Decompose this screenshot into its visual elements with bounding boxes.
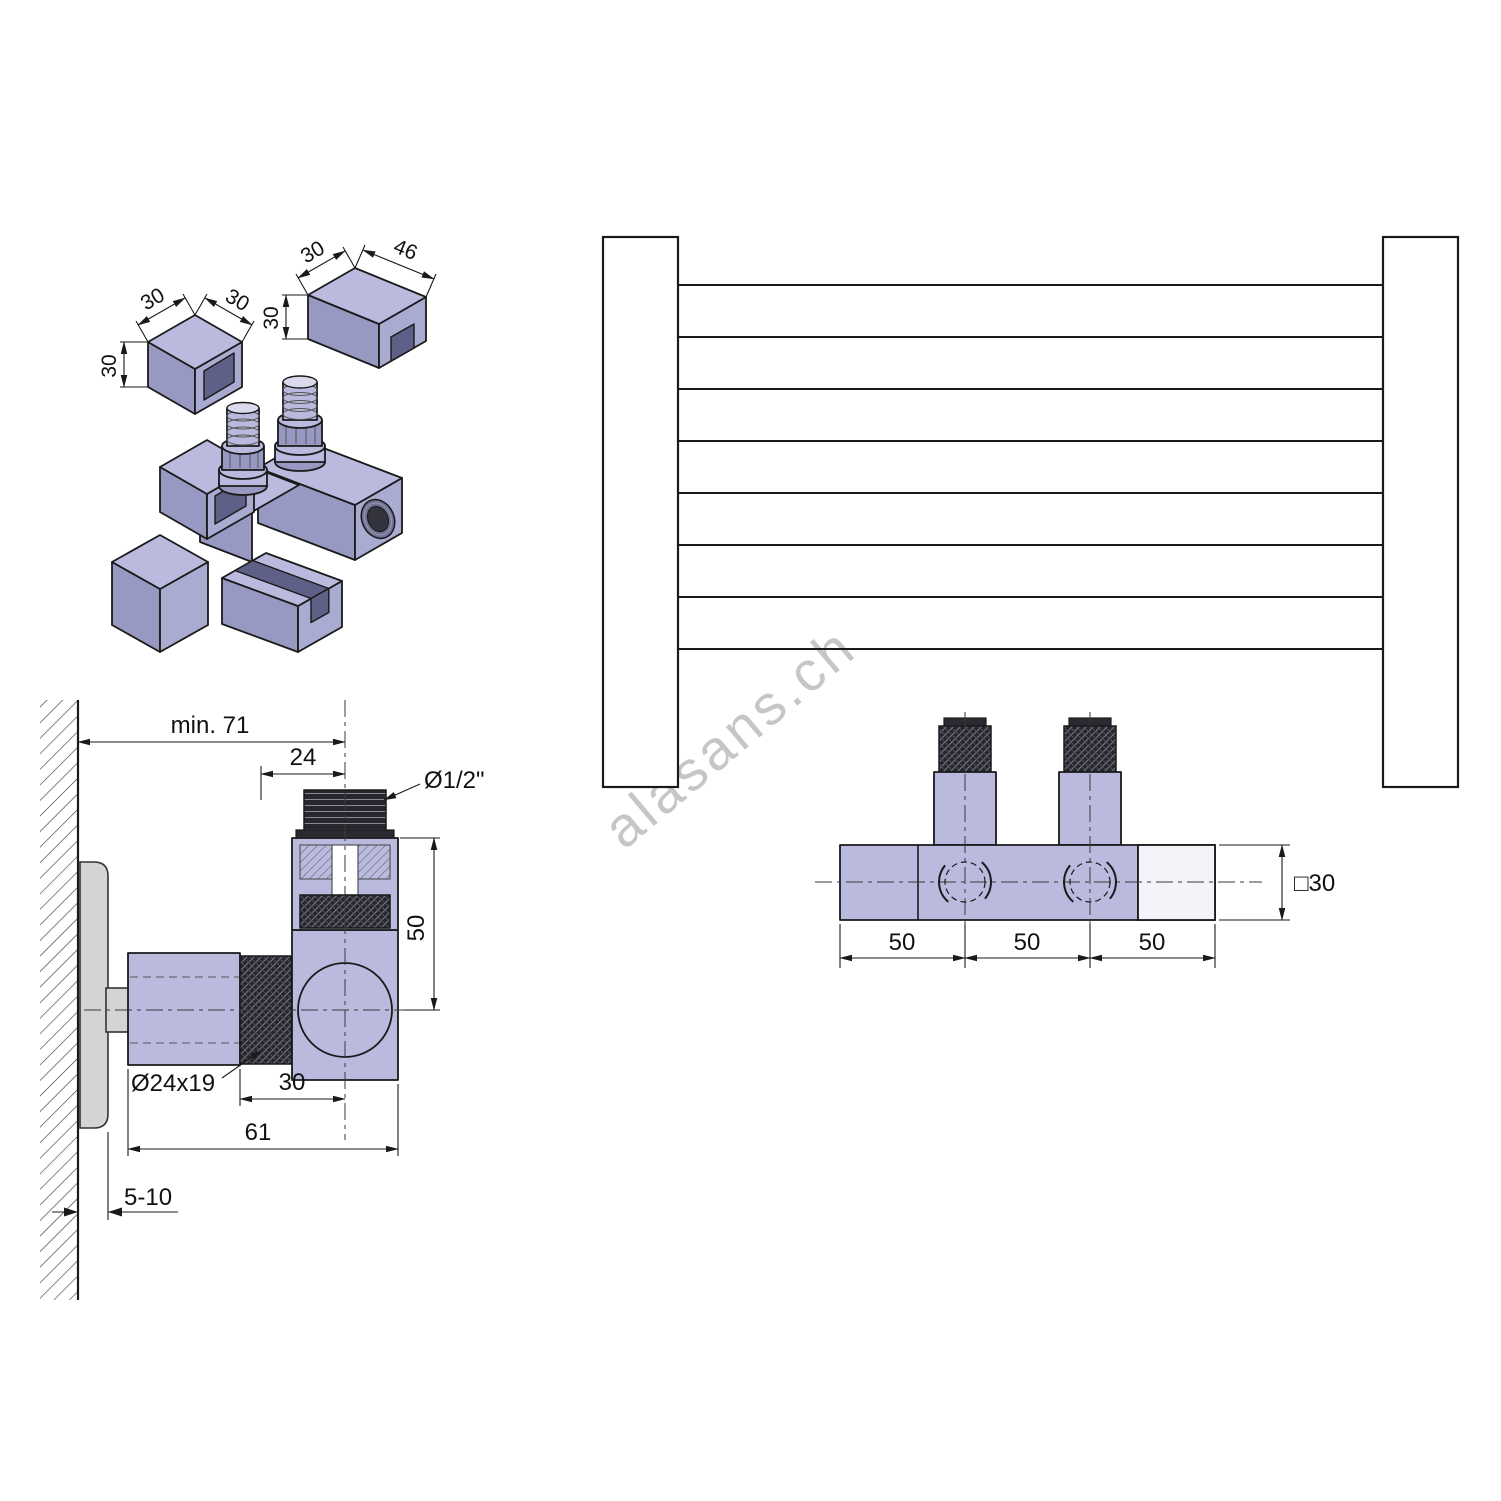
dim-pitch-left: 50 [889, 929, 916, 956]
spindle-symbol-right [1063, 861, 1117, 903]
iso-valve-assembly [111, 375, 403, 653]
dim-ring-height: 30 [98, 354, 121, 377]
side-dimensions: min. 71 24 Ø1/2" 50 Ø24x19 30 61 [52, 712, 485, 1220]
wall-hatch [40, 700, 78, 1300]
front-radiator-view: 50 50 50 □30 [601, 235, 1460, 968]
wall-plate [79, 861, 109, 1129]
iso-connector-right [274, 375, 326, 472]
radiator-rungs [678, 284, 1383, 650]
side-section-view: min. 71 24 Ø1/2" 50 Ø24x19 30 61 [40, 700, 485, 1300]
iso-u-cap [307, 267, 427, 369]
radiator-right-tube [1381, 235, 1460, 789]
dim-offset-24: 24 [290, 744, 317, 771]
dim-profile-30: □30 [1294, 870, 1335, 897]
isometric-view: 30 46 30 30 30 30 [98, 235, 437, 653]
dim-pitch-center: 50 [1014, 929, 1041, 956]
radiator-left-tube [601, 235, 680, 789]
dim-wall-gap: 5-10 [124, 1184, 172, 1211]
dim-thread-size: Ø1/2" [424, 767, 485, 794]
spindle-symbol-left [938, 861, 992, 903]
iso-connector-left [218, 401, 268, 496]
dim-cap-length: 46 [390, 235, 420, 265]
dim-pitch-right: 50 [1139, 929, 1166, 956]
front-dimensions: 50 50 50 □30 [839, 844, 1335, 968]
dim-ring-width-b: 30 [221, 285, 253, 317]
dim-height-50: 50 [403, 915, 430, 942]
dim-min-wall-distance: min. 71 [171, 712, 250, 739]
dim-width-30: 30 [279, 1069, 306, 1096]
dim-nut-size: Ø24x19 [131, 1070, 215, 1097]
iso-cube-cover [111, 534, 209, 653]
valve-horizontal-body [127, 952, 241, 1066]
iso-u-cover [221, 552, 343, 653]
iso-ring-cap [147, 314, 243, 415]
dim-length-61: 61 [245, 1119, 272, 1146]
dim-cap-height: 30 [260, 306, 283, 329]
